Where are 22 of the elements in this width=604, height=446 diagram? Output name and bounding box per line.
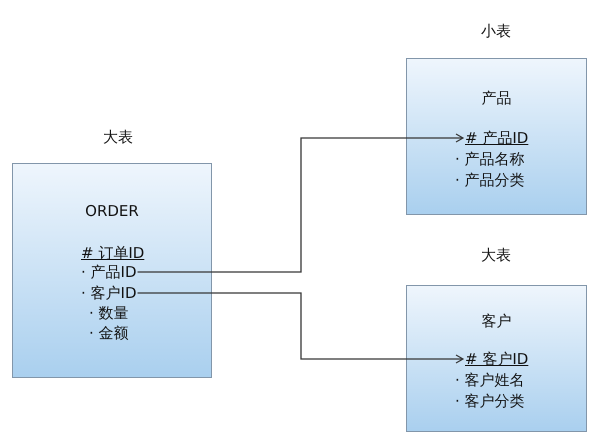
table-size-label: 大表 (481, 246, 511, 265)
table-name: 产品 (482, 89, 512, 108)
table-name: ORDER (85, 202, 139, 220)
field-label: · 金额 (89, 324, 129, 342)
field-label: · 产品名称 (455, 150, 525, 168)
field-label: · 客户分类 (455, 392, 525, 410)
field-label: · 数量 (89, 304, 129, 322)
connector-arrow (138, 292, 464, 364)
field-label: · 产品ID (81, 263, 137, 281)
field-label: · 客户ID (81, 284, 137, 302)
table-size-label: 大表 (103, 128, 133, 147)
table-box (12, 163, 212, 378)
key-field-label: # 客户ID (465, 350, 528, 368)
field-label: · 产品分类 (455, 171, 525, 189)
table-box (406, 58, 587, 215)
key-field-label: # 订单ID (81, 244, 144, 262)
key-field-label: # 产品ID (465, 129, 528, 147)
table-size-label: 小表 (481, 22, 511, 41)
field-label: · 客户姓名 (455, 371, 525, 389)
table-box (406, 285, 587, 432)
table-name: 客户 (482, 312, 512, 331)
connector-arrow (138, 133, 464, 273)
